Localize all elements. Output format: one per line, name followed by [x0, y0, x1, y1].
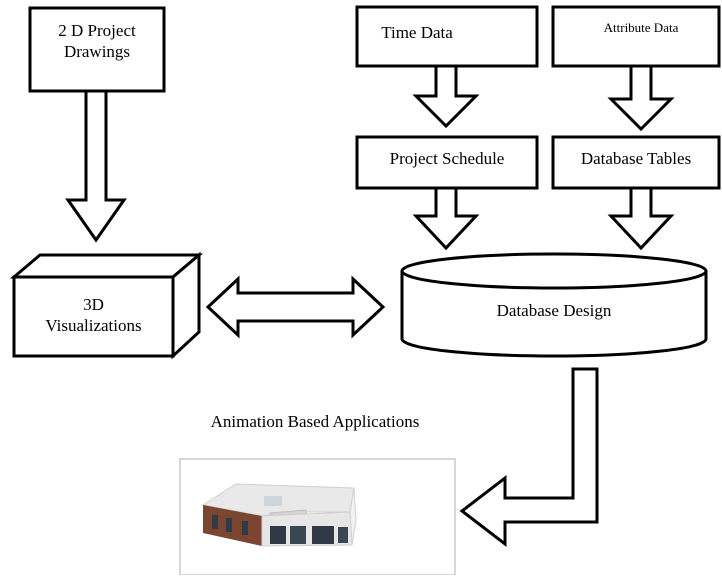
arrow-attribute-to-tables — [607, 64, 675, 132]
arrow-schedule-to-database — [412, 186, 480, 251]
bidirectional-arrow — [205, 275, 386, 339]
arrow-database-to-application — [459, 367, 599, 548]
label-database-design: Database Design — [496, 301, 612, 320]
label-time-data: Time Data — [381, 23, 453, 42]
label-3d-visualizations: 3D Visualizations — [45, 295, 142, 336]
label-database-tables: Database Tables — [580, 149, 692, 168]
arrow-time-to-schedule — [412, 64, 480, 129]
visualizations-3d-box — [9, 251, 204, 360]
box-database-tables — [551, 135, 721, 190]
box-2d-drawings — [28, 6, 166, 93]
database-cylinder — [400, 252, 708, 358]
box-attribute-data — [551, 5, 721, 68]
label-2d-drawings: 2 D Project Drawings — [58, 21, 136, 62]
label-attribute-data: Attribute Data — [603, 20, 679, 35]
arrow-drawings-to-visualizations — [65, 89, 127, 243]
arrow-tables-to-database — [607, 186, 675, 251]
label-project-schedule: Project Schedule — [389, 149, 505, 168]
caption-animation-applications: Animation Based Applications — [210, 412, 420, 431]
building-render-icon — [201, 483, 357, 547]
